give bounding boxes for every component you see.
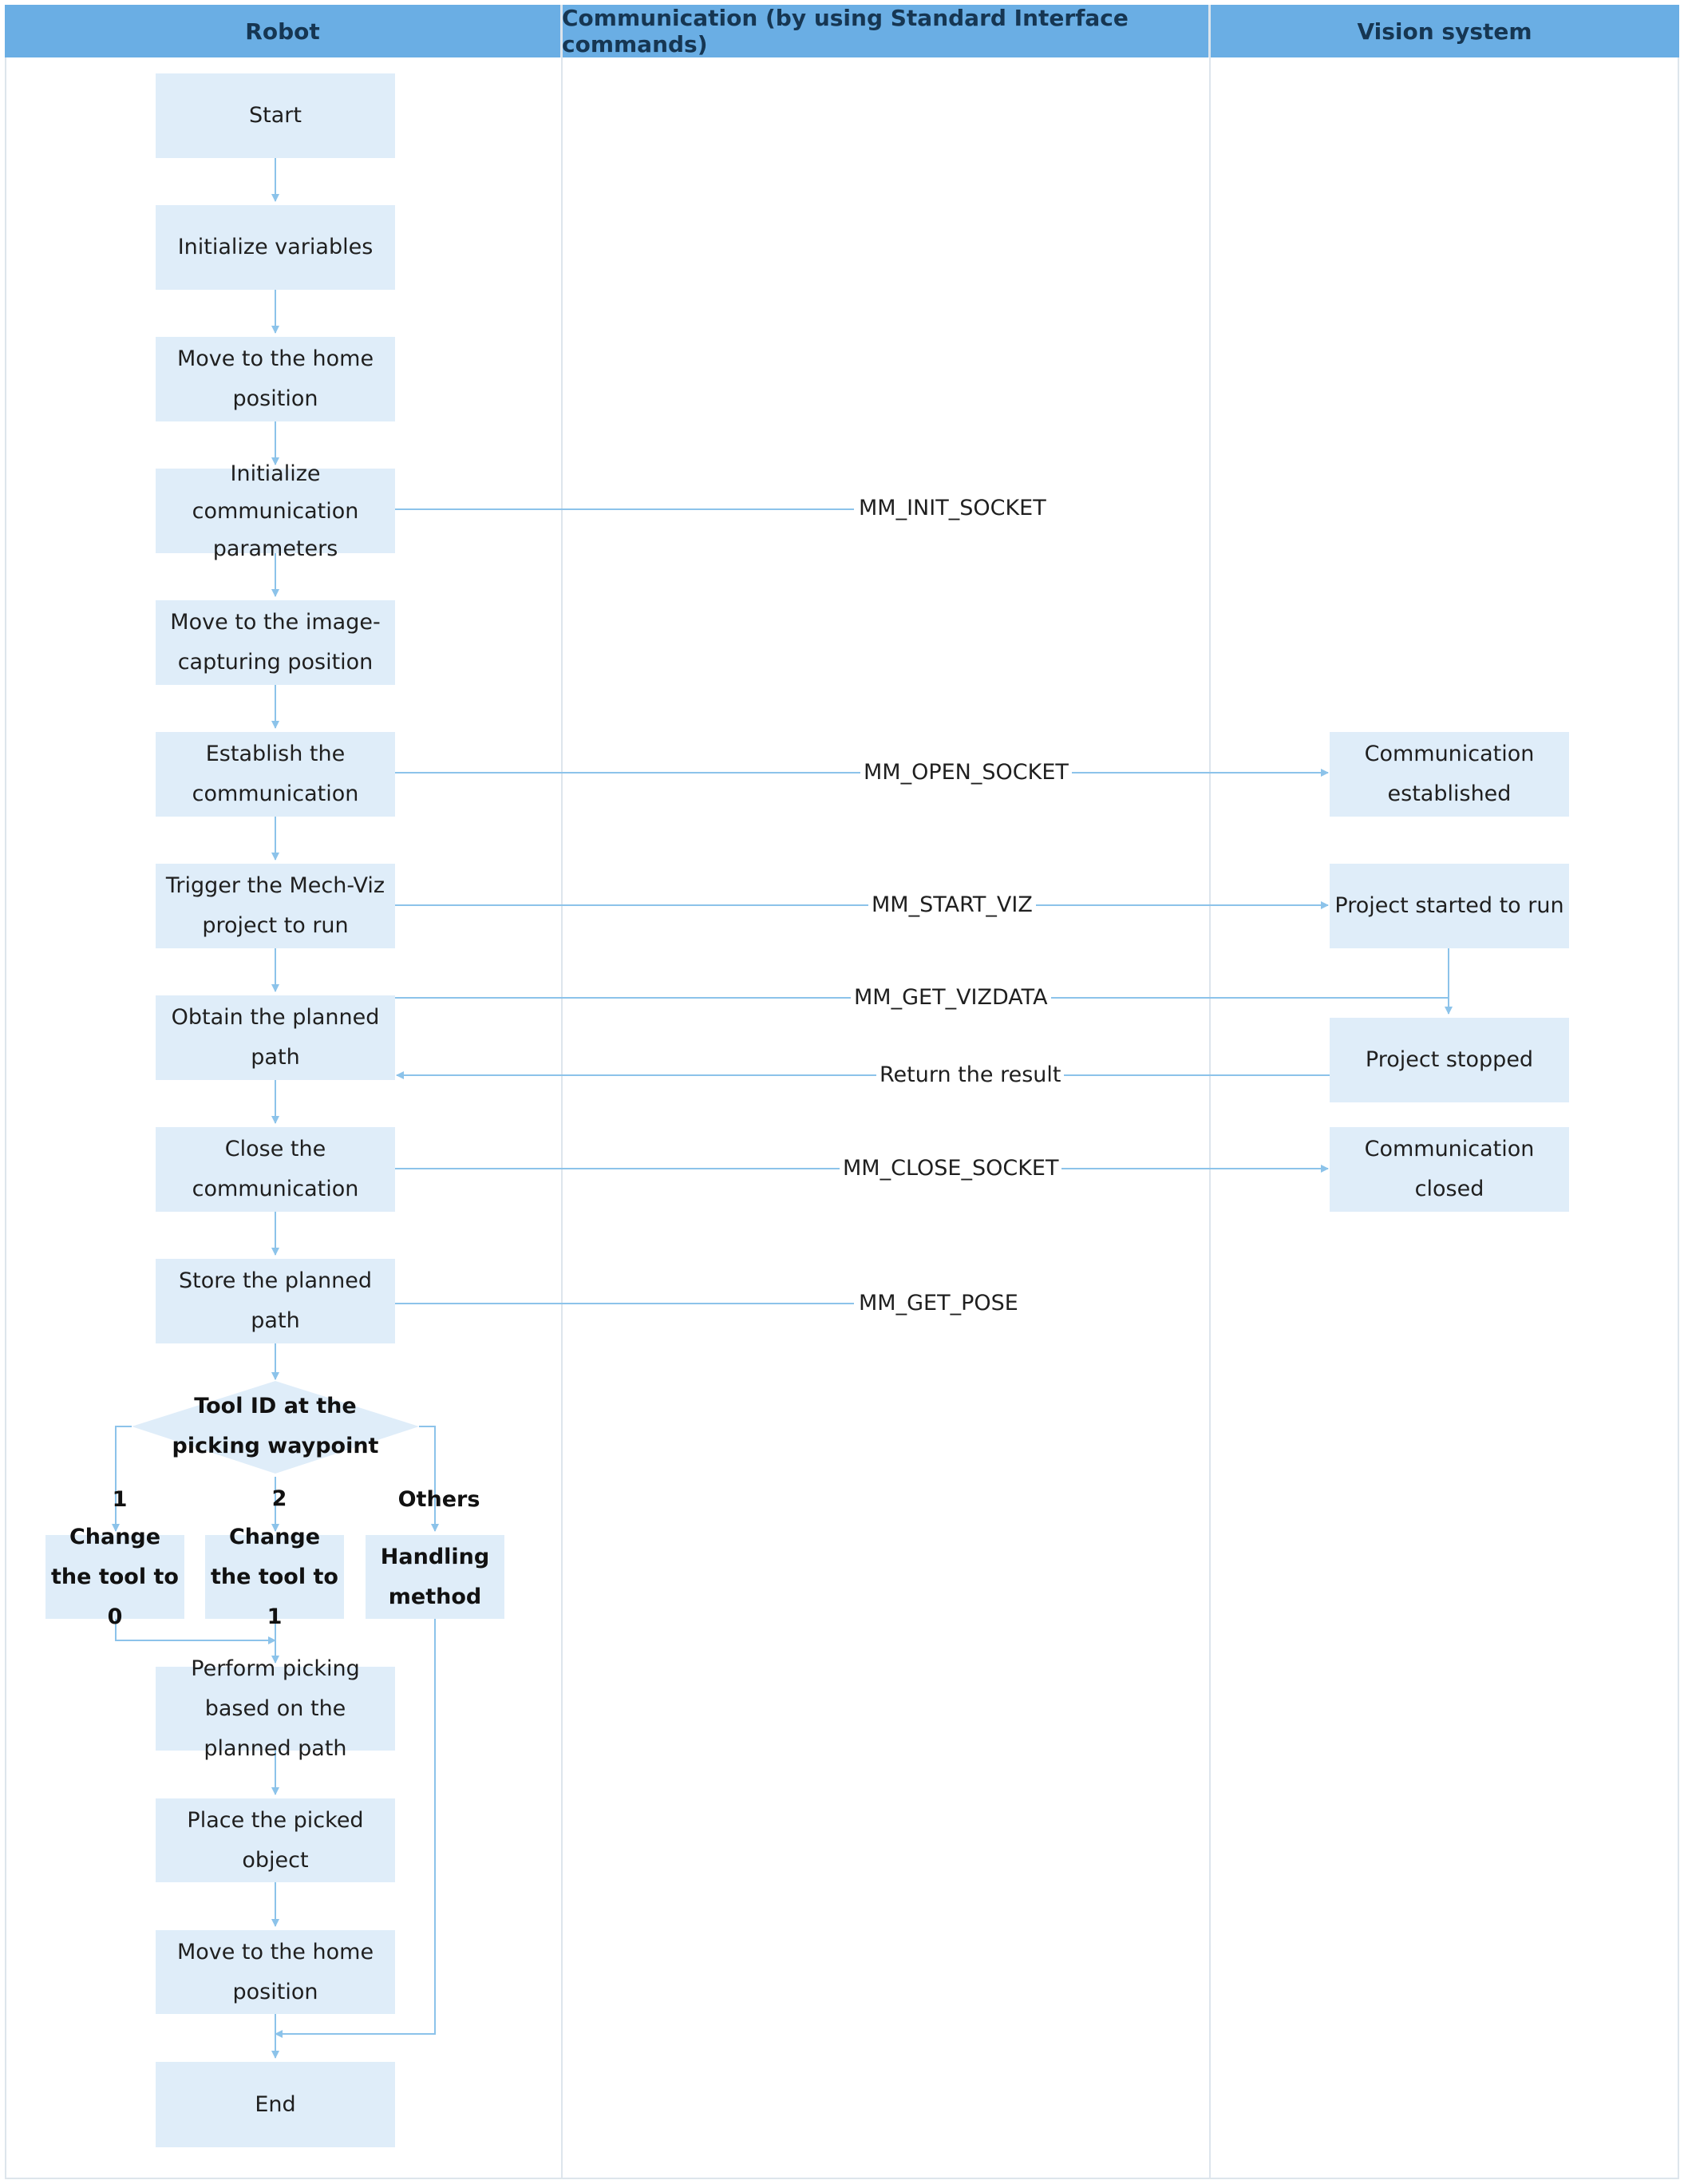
step-place-object: Place the picked object	[156, 1798, 395, 1882]
command-open-socket: MM_OPEN_SOCKET	[860, 759, 1072, 786]
step-obtain-path: Obtain the planned path	[156, 995, 395, 1080]
vision-communication-closed: Communication closed	[1330, 1127, 1569, 1212]
lane-header-communication: Communication (by using Standard Interfa…	[562, 5, 1210, 57]
command-get-vizdata: MM_GET_VIZDATA	[851, 984, 1051, 1011]
step-move-home: Move to the home position	[156, 337, 395, 421]
branch-label-1: 1	[112, 1487, 128, 1512]
command-init-socket: MM_INIT_SOCKET	[856, 495, 1050, 522]
step-handling-method: Handling method	[366, 1535, 504, 1619]
step-establish-communication: Establish the communication	[156, 732, 395, 817]
command-start-viz: MM_START_VIZ	[868, 892, 1036, 919]
branch-others-arrow	[419, 1426, 439, 1532]
step-change-tool-0: Change the tool to 0	[45, 1525, 184, 1629]
handling-return-arrow	[275, 1619, 436, 2038]
vision-project-stopped: Project stopped	[1330, 1018, 1569, 1102]
lane-header-vision: Vision system	[1210, 5, 1679, 57]
step-initialize-variables: Initialize variables	[156, 205, 395, 290]
lane-divider	[1209, 5, 1211, 2179]
return-result-label: Return the result	[876, 1062, 1065, 1089]
step-close-communication: Close the communication	[156, 1127, 395, 1212]
merge-arrow	[115, 1619, 276, 1644]
step-change-tool-1: Change the tool to 1	[205, 1525, 344, 1629]
branch-label-others: Others	[397, 1487, 480, 1512]
step-trigger-project: Trigger the Mech-Viz project to run	[156, 864, 395, 948]
branch-label-2: 2	[271, 1486, 287, 1511]
step-perform-picking: Perform picking based on the planned pat…	[156, 1656, 395, 1761]
vision-project-started: Project started to run	[1330, 864, 1569, 948]
decision-label: Tool ID at the picking waypoint	[172, 1394, 379, 1458]
step-start: Start	[156, 73, 395, 158]
lane-divider	[561, 5, 563, 2179]
step-move-home-final: Move to the home position	[156, 1930, 395, 2014]
step-end: End	[156, 2062, 395, 2147]
step-move-capture: Move to the image-capturing position	[156, 600, 395, 685]
command-get-pose: MM_GET_POSE	[856, 1290, 1022, 1317]
decision-diamond	[132, 1381, 419, 1474]
step-initialize-communication: Initialize communication parameters	[156, 461, 395, 561]
step-store-path: Store the planned path	[156, 1259, 395, 1343]
branch-1-arrow	[112, 1426, 132, 1532]
command-close-socket: MM_CLOSE_SOCKET	[840, 1155, 1062, 1182]
lane-header-robot: Robot	[5, 5, 562, 57]
vision-communication-established: Communication established	[1330, 732, 1569, 817]
